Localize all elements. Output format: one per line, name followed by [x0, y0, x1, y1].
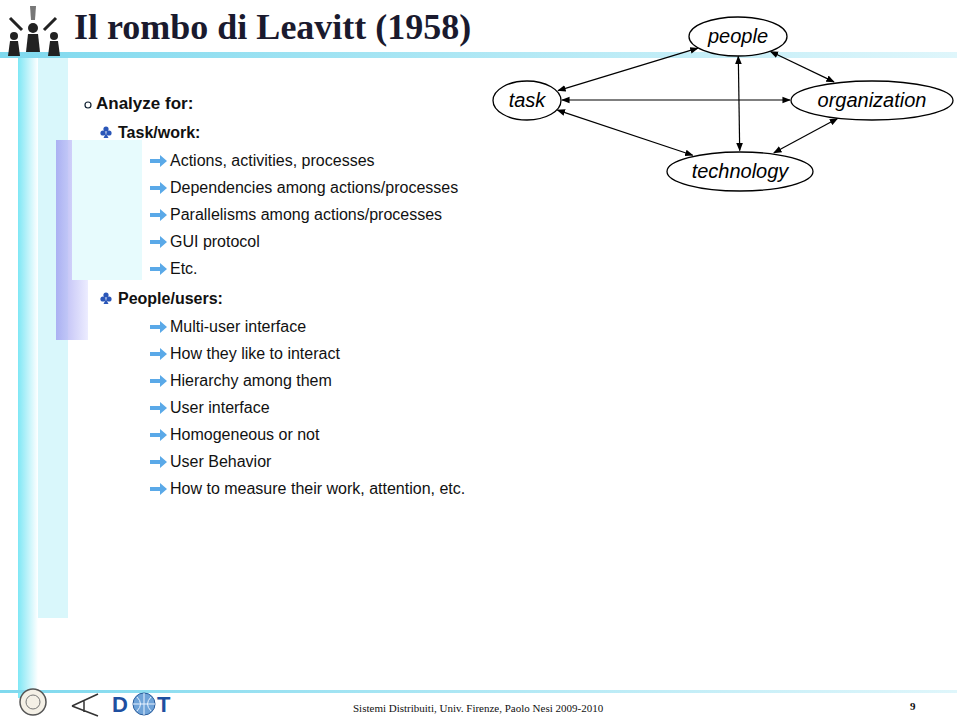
- arrow-bullet: [150, 402, 167, 414]
- node-label: task: [509, 89, 546, 112]
- bullet-item: Actions, activities, processes: [170, 152, 375, 170]
- club-bullet: [100, 126, 111, 138]
- ellipse-node: people: [688, 16, 788, 57]
- bullet-item: Hierarchy among them: [170, 372, 332, 390]
- logo-letter: D: [112, 692, 128, 718]
- ellipse-node: organization: [790, 80, 954, 121]
- node-label: organization: [818, 89, 927, 112]
- bullet-item: Dependencies among actions/processes: [170, 179, 458, 197]
- title-figures: [8, 6, 60, 56]
- bullet-item: How to measure their work, attention, et…: [170, 480, 465, 498]
- connector: [771, 52, 834, 82]
- logo-letter: T: [157, 692, 170, 718]
- arrow-bullet: [150, 348, 167, 360]
- bullet-item: Multi-user interface: [170, 318, 306, 336]
- arrow-bullet: [150, 236, 167, 248]
- connector: [774, 119, 838, 153]
- club-bullet: [100, 292, 111, 304]
- footer-text: Sistemi Distribuiti, Univ. Firenze, Paol…: [353, 702, 603, 714]
- arrow-bullet: [150, 456, 167, 468]
- bullet-item: GUI protocol: [170, 233, 260, 251]
- arrow-bullet: [150, 155, 167, 167]
- compass-logo: [72, 694, 98, 716]
- arrow-bullet: [150, 182, 167, 194]
- connector: [738, 56, 739, 150]
- slide-title: Il rombo di Leavitt (1958): [74, 6, 471, 48]
- bullet-item: User interface: [170, 399, 270, 417]
- bullet-heading: Task/work:: [118, 124, 200, 142]
- bullet-item: Homogeneous or not: [170, 426, 319, 444]
- header-band: [0, 52, 957, 58]
- ellipse-node: technology: [666, 151, 814, 192]
- globe-logo: [133, 693, 155, 715]
- bullet-item: How they like to interact: [170, 345, 340, 363]
- side-bar: [18, 58, 38, 698]
- bullet-item: User Behavior: [170, 453, 271, 471]
- bullet-heading: People/users:: [118, 290, 223, 308]
- side-bar: [72, 140, 142, 280]
- connector: [562, 99, 790, 100]
- connector: [558, 48, 698, 90]
- bullet-item: Parallelisms among actions/processes: [170, 206, 442, 224]
- arrow-bullet: [150, 375, 167, 387]
- node-label: people: [708, 25, 768, 48]
- page-number: 9: [910, 700, 916, 712]
- bullet-ring: [85, 102, 91, 108]
- arrow-bullet: [150, 429, 167, 441]
- connector: [557, 110, 692, 155]
- arrow-bullet: [150, 263, 167, 275]
- node-label: technology: [692, 160, 789, 183]
- ellipse-node: task: [492, 80, 562, 121]
- bullet-item: Etc.: [170, 260, 198, 278]
- arrow-bullet: [150, 321, 167, 333]
- university-seal: [20, 689, 46, 715]
- arrow-bullet: [150, 209, 167, 221]
- arrow-bullet: [150, 483, 167, 495]
- section-heading: Analyze for:: [96, 94, 193, 114]
